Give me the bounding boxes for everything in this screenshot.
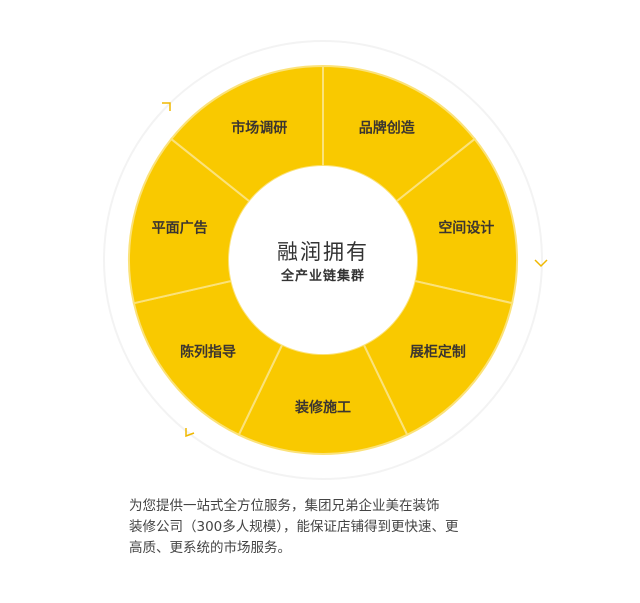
center-subtitle: 全产业链集群 — [280, 269, 365, 284]
center-circle — [229, 166, 417, 354]
description-line: 装修公司（300多人规模），能保证店铺得到更快速、更 — [129, 519, 459, 535]
outer-ring — [103, 40, 543, 480]
segment-label: 品牌创造 — [359, 120, 415, 137]
segment-label: 平面广告 — [152, 219, 208, 236]
arrow-right-icon — [534, 259, 548, 268]
segment-label: 装修施工 — [294, 399, 351, 416]
description-line: 为您提供一站式全方位服务，集团兄弟企业美在装饰 — [129, 498, 440, 514]
segment-label: 空间设计 — [438, 219, 494, 236]
description: 为您提供一站式全方位服务，集团兄弟企业美在装饰 装修公司（300多人规模），能保… — [129, 496, 529, 559]
arrow-top-left-icon — [162, 102, 171, 111]
segment-label: 市场调研 — [231, 120, 287, 137]
segment-label: 陈列指导 — [180, 344, 236, 361]
description-line: 高质、更系统的市场服务。 — [129, 540, 291, 556]
arrow-bottom-left-icon — [185, 428, 195, 438]
segment-label: 展柜定制 — [410, 344, 466, 361]
center-title: 融润拥有 — [277, 240, 369, 264]
